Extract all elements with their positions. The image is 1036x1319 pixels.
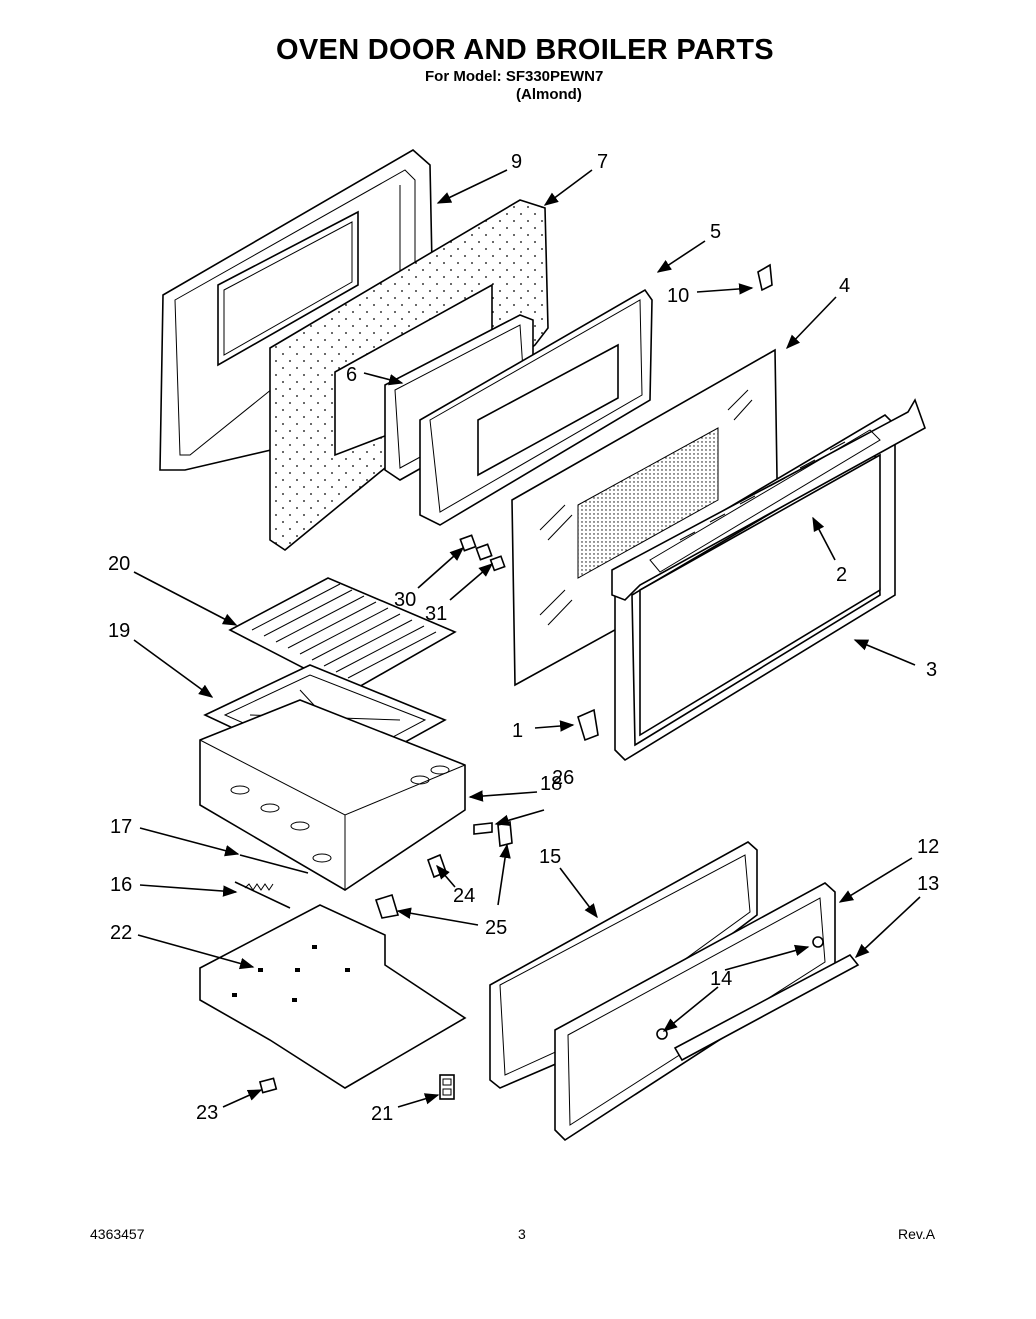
- callout-20: 20: [108, 553, 130, 575]
- page-number: 3: [518, 1226, 526, 1242]
- callout-24: 24: [453, 885, 475, 907]
- part-13-drawer-handle: [673, 953, 860, 1062]
- part-10-hinge-clip: [757, 263, 773, 292]
- callout-7: 7: [597, 151, 608, 173]
- callout-31: 31: [425, 603, 447, 625]
- callout-30: 30: [394, 589, 416, 611]
- model-line: For Model: SF330PEWN7: [425, 68, 604, 85]
- part-25-clip: [374, 893, 400, 919]
- callout-17: 17: [110, 816, 132, 838]
- part-2-door-handle: [611, 398, 926, 601]
- color-line: (Almond): [516, 86, 582, 103]
- callout-26: 26: [552, 767, 574, 789]
- callout-18: 18: [540, 773, 562, 795]
- callout-4: 4: [839, 275, 850, 297]
- callout-3: 3: [926, 659, 937, 681]
- callout-2: 2: [836, 564, 847, 586]
- revision-label: Rev.A: [898, 1226, 936, 1242]
- callout-25: 25: [485, 917, 507, 939]
- part-1-door-stop: [577, 708, 599, 742]
- part-23-knob: [258, 1077, 278, 1094]
- part-18-broiler-pan: [199, 699, 466, 891]
- callout-19: 19: [108, 620, 130, 642]
- callout-labels: 9 7 5 10 4 6 2 3 1 20 19 30 31 18 26 17 …: [108, 151, 939, 1125]
- callout-10: 10: [667, 285, 689, 307]
- callout-22: 22: [110, 922, 132, 944]
- callout-14: 14: [710, 968, 732, 990]
- callout-6: 6: [346, 364, 357, 386]
- document-number: 4363457: [90, 1226, 145, 1242]
- part-26-bolt: [473, 820, 513, 848]
- callout-9: 9: [511, 151, 522, 173]
- part-21-hinge: [439, 1074, 455, 1100]
- callout-23: 23: [196, 1102, 218, 1124]
- page-title: OVEN DOOR AND BROILER PARTS: [276, 34, 774, 66]
- part-30-spacer: [459, 534, 493, 561]
- part-16-spring: [234, 881, 291, 909]
- callout-21: 21: [371, 1103, 393, 1125]
- part-31-spacer: [489, 555, 506, 572]
- part-5-inner-glass-panel: [419, 288, 653, 526]
- callout-16: 16: [110, 874, 132, 896]
- callout-1: 1: [512, 720, 523, 742]
- callout-15: 15: [539, 846, 561, 868]
- part-4-outer-door-glass: [511, 348, 779, 687]
- part-17-rod: [239, 854, 309, 874]
- callout-12: 12: [917, 836, 939, 858]
- leader-lines: [133, 169, 921, 1108]
- part-22-drawer-bottom: [199, 904, 467, 1089]
- callout-13: 13: [917, 873, 939, 895]
- part-20-broiler-grid: [228, 577, 457, 693]
- callout-5: 5: [710, 221, 721, 243]
